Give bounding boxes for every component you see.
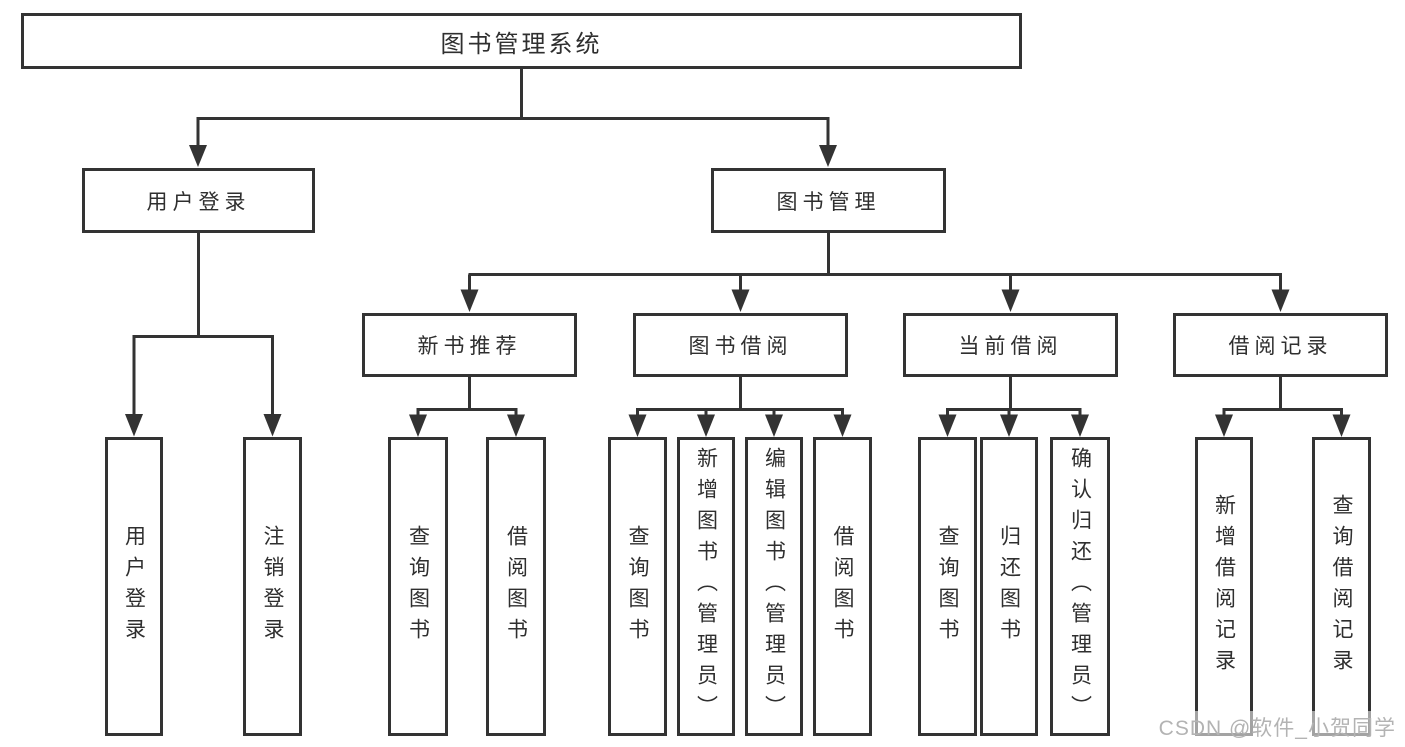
node-label: 新增图书（管理员） xyxy=(694,447,718,726)
node-book-management: 图书管理 xyxy=(711,168,946,233)
node-label: 新书推荐 xyxy=(417,335,522,358)
node-label: 图书借阅 xyxy=(688,335,793,358)
node-label: 图书管理系统 xyxy=(440,30,603,58)
node-label: 编辑图书（管理员） xyxy=(762,447,786,726)
node-label: 用户登录 xyxy=(122,524,146,649)
node-label: 确认归还（管理员） xyxy=(1068,447,1092,726)
node-label: 注销登录 xyxy=(261,524,284,649)
leaf-query-books-recommend: 查询图书 xyxy=(388,437,448,736)
node-label: 查询图书 xyxy=(936,524,959,649)
node-book-borrow: 图书借阅 xyxy=(633,313,848,377)
leaf-user-login: 用户登录 xyxy=(105,437,163,736)
leaf-logout: 注销登录 xyxy=(243,437,302,736)
leaf-borrow-books: 借阅图书 xyxy=(813,437,872,736)
node-label: 归还图书 xyxy=(997,524,1021,649)
node-new-book-recommend: 新书推荐 xyxy=(362,313,577,377)
node-label: 图书管理 xyxy=(776,190,881,214)
node-label: 当前借阅 xyxy=(958,335,1063,358)
node-label: 查询图书 xyxy=(406,524,430,649)
arrowhead-icons xyxy=(125,145,1351,437)
node-label: 借阅记录 xyxy=(1228,335,1333,358)
leaf-add-book-admin: 新增图书（管理员） xyxy=(677,437,735,736)
csdn-watermark: CSDN @软件_小贺同学 xyxy=(1155,711,1399,743)
node-user-login: 用户登录 xyxy=(82,168,315,233)
leaf-borrow-books-recommend: 借阅图书 xyxy=(486,437,546,736)
root-node-library-system: 图书管理系统 xyxy=(21,13,1022,69)
node-label: 查询借阅记录 xyxy=(1330,493,1353,680)
node-borrow-records: 借阅记录 xyxy=(1173,313,1388,377)
leaf-query-books-current: 查询图书 xyxy=(918,437,977,736)
leaf-confirm-return-admin: 确认归还（管理员） xyxy=(1050,437,1110,736)
node-current-borrow: 当前借阅 xyxy=(903,313,1118,377)
leaf-query-borrow-record: 查询借阅记录 xyxy=(1312,437,1371,736)
leaf-edit-book-admin: 编辑图书（管理员） xyxy=(745,437,803,736)
leaf-add-borrow-record: 新增借阅记录 xyxy=(1195,437,1253,736)
node-label: 新增借阅记录 xyxy=(1212,493,1236,680)
node-label: 借阅图书 xyxy=(504,524,528,649)
node-label: 查询图书 xyxy=(626,524,649,649)
node-label: 借阅图书 xyxy=(831,524,854,649)
leaf-return-book: 归还图书 xyxy=(980,437,1038,736)
node-label: 用户登录 xyxy=(146,190,251,214)
leaf-query-books-borrow: 查询图书 xyxy=(608,437,667,736)
